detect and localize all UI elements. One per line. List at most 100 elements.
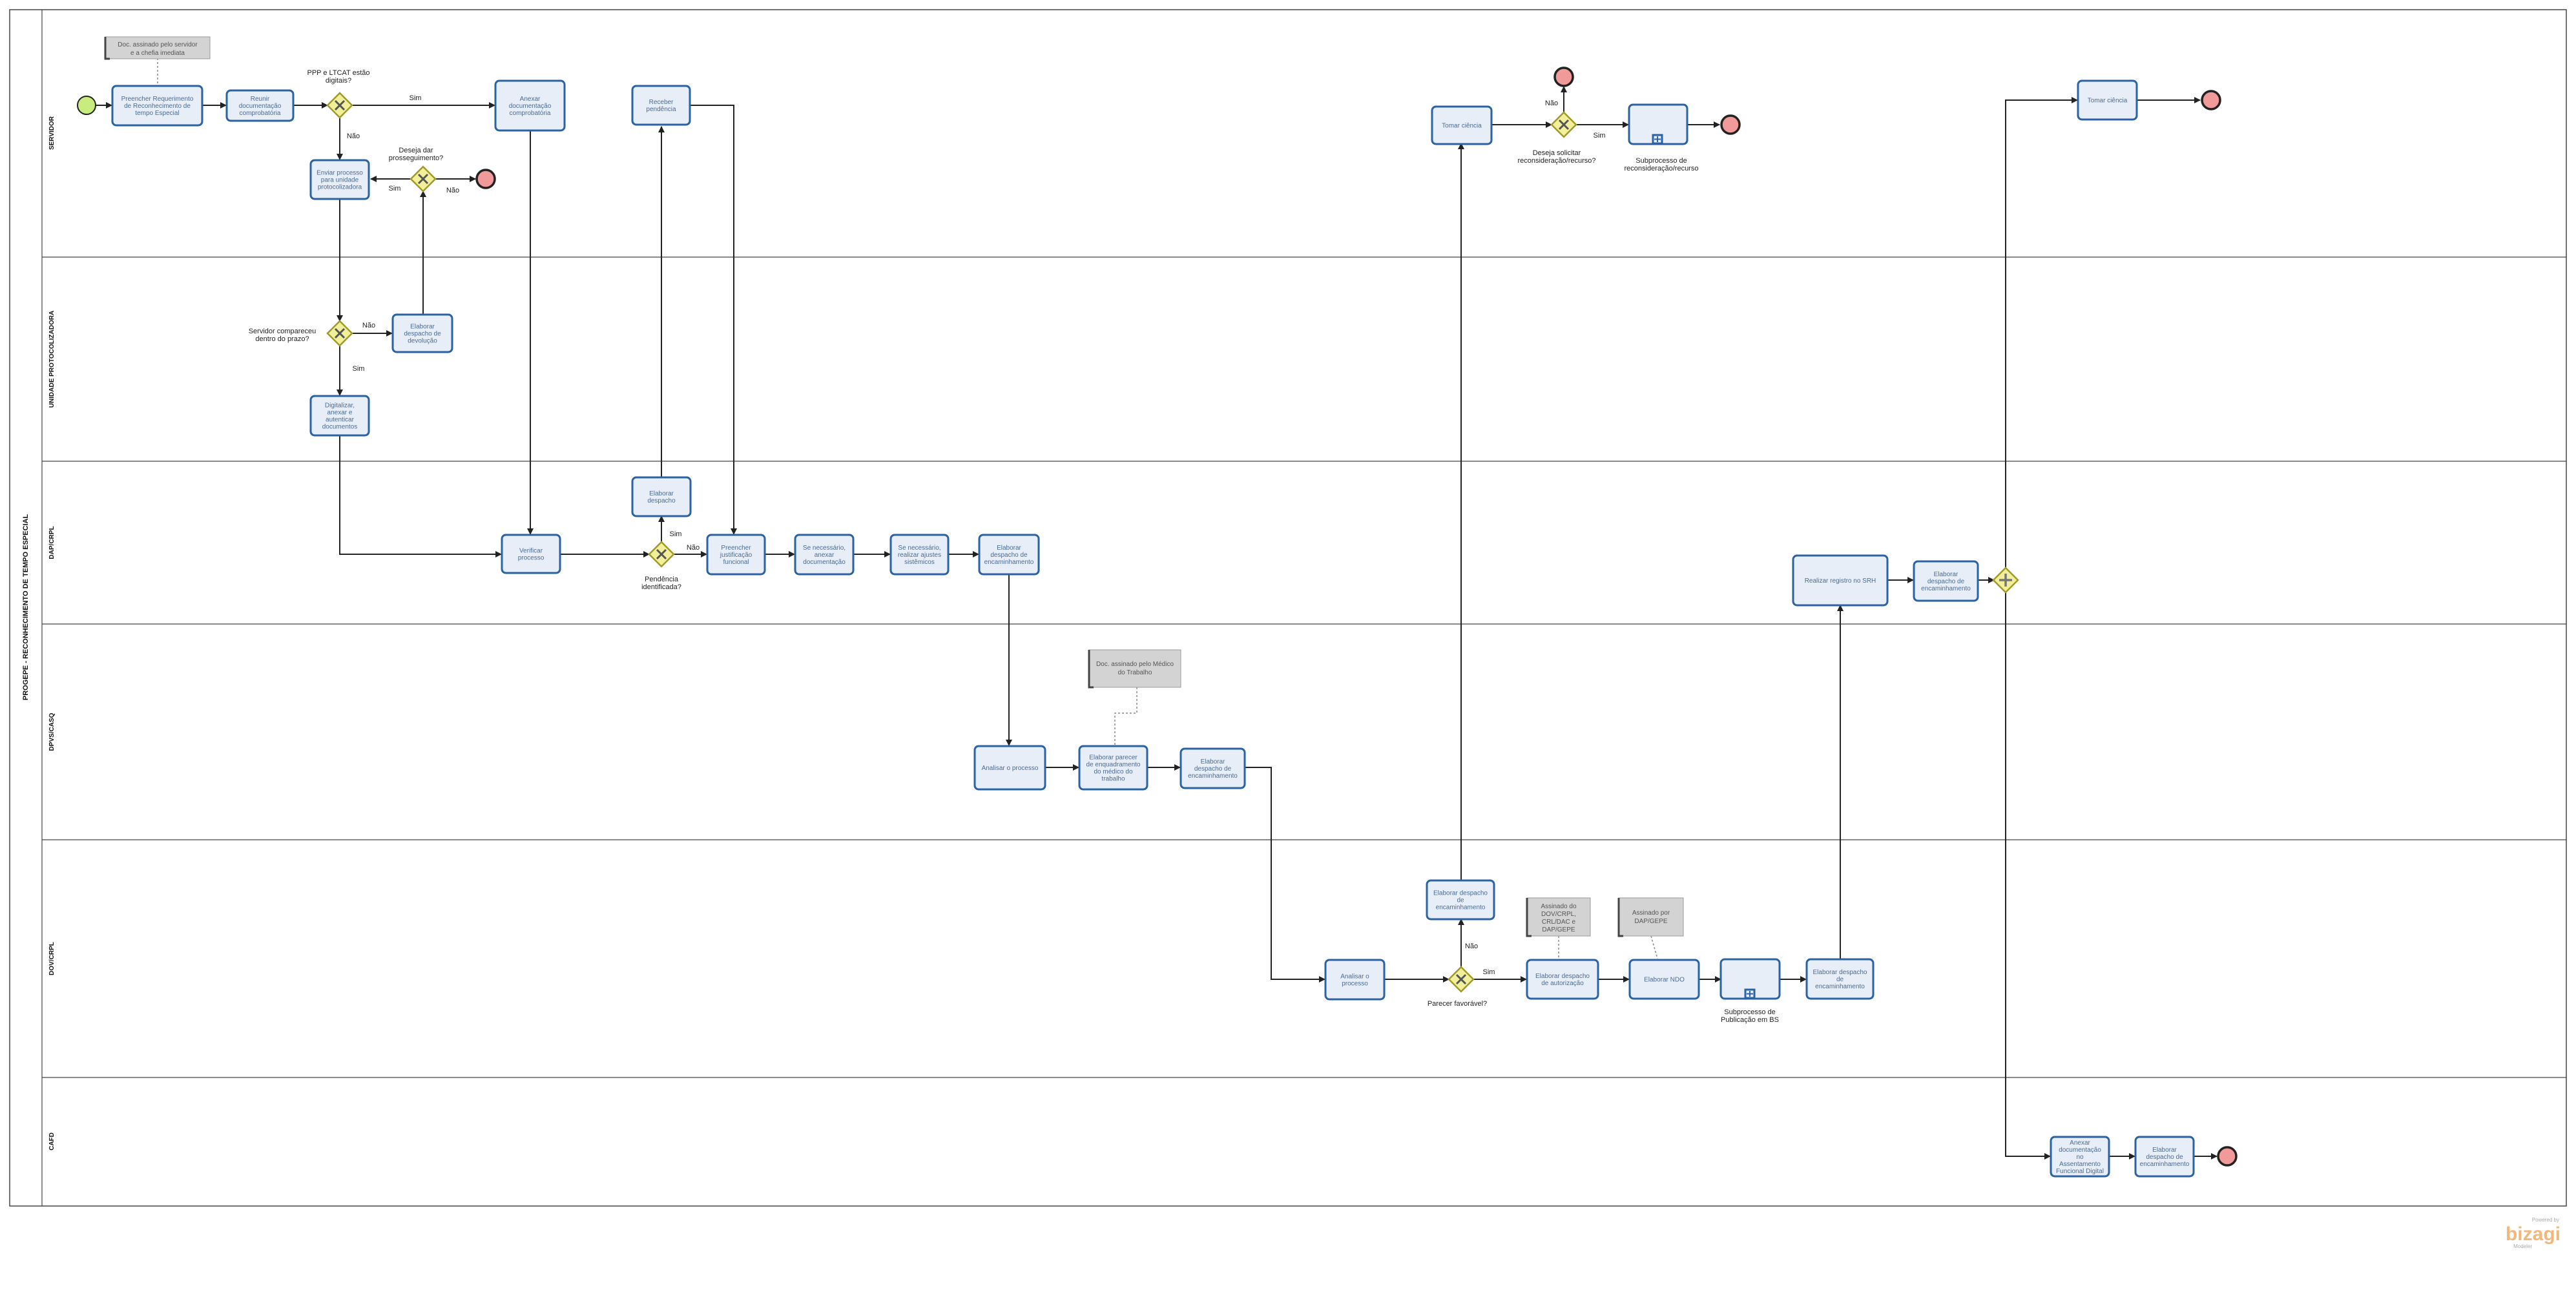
subprocess-plus-icon [1652,134,1663,145]
task-label: encaminhamento [984,559,1034,566]
task-label: sistêmicos [904,559,935,566]
brand-powered: Powered by [2532,1217,2559,1223]
task-t6[interactable]: Tomar ciência [1431,105,1493,145]
task-label: Elaborar [410,324,435,331]
task-label: Tomar ciência [2088,98,2128,105]
task-label: para unidade [321,177,359,184]
lanes: SERVIDOR UNIDADE PROTOCOLIZADORA DAP/CRP… [42,116,2566,1150]
task-t16[interactable]: Realizar registro no SRH [1792,554,1889,607]
task-box [1526,959,1599,1000]
task-label: Anexar [520,96,541,103]
task-label: Verificar [519,548,543,555]
subprocess-label: Subprocesso de [1636,157,1687,165]
subprocess-publication-bs[interactable] [1719,958,1781,1000]
task-label: Elaborar [2152,1147,2177,1154]
task-t18[interactable]: Analisar o processo [973,745,1046,791]
task-label: realizar ajustes [898,552,941,559]
task-t24[interactable]: Elaborar NDO [1628,959,1700,1000]
task-t7[interactable]: Tomar ciência [2077,79,2138,121]
lane-label-dpvs: DPVS/CASQ [48,713,56,751]
task-label: protocolizadora [318,184,362,191]
task-label: anexar e [327,410,353,417]
pool: PROGEPE - RECONHECIMENTO DE TEMPO ESPECI… [9,9,2567,1207]
task-label: documentação [2059,1147,2101,1154]
gateway-label: digitais? [326,77,351,85]
task-box [889,534,950,576]
task-box [631,476,692,517]
task-label: Elaborar [997,545,1021,552]
flow-label-nao: Não [446,187,459,194]
task-label: despacho de [1927,578,1965,585]
task-label: Elaborar NDO [1644,977,1685,984]
gateway-label: identificada? [641,583,681,591]
flow-label-nao: Não [1545,99,1558,107]
task-label: processo [1342,981,1368,988]
subprocess-label: Publicação em BS [1721,1016,1779,1024]
annotation-text: DAP/GEPE [1542,926,1575,933]
task-label: funcional [723,559,749,566]
associations [157,58,1658,959]
task-box [225,89,295,122]
task-box [1324,959,1386,1001]
task-label: anexar [815,552,835,559]
task-label: de [1457,897,1464,904]
subprocess-reconsideration[interactable] [1628,103,1688,145]
flow-label-nao: Não [1465,942,1478,950]
sequence-flows [96,86,2218,1160]
flow-label-sim: Sim [410,94,422,102]
exclusive-gateway-icon [1448,966,1475,993]
task-box [2050,1136,2110,1178]
task-label: Se necessário, [803,545,846,552]
task-box [1179,747,1246,789]
task-label: pendência [646,106,676,113]
task-label: despacho [647,497,676,505]
task-label: de [1836,976,1844,983]
task-label: encaminhamento [2140,1161,2190,1168]
task-label: Elaborar despacho [1813,969,1867,976]
end-event-icon [2217,1146,2238,1167]
brand-product: Modeler [2513,1243,2532,1249]
task-box [631,85,691,126]
subprocess-label: reconsideração/recurso [1625,165,1699,172]
exclusive-gateway-icon [326,92,353,119]
task-label: Anexar [2070,1139,2090,1147]
gateway-label: Deseja solicitar [1533,149,1581,157]
flow-label-nao: Não [362,322,375,329]
annotation-text: do Trabalho [1118,669,1152,676]
task-box [391,313,453,353]
task-label: documentos [322,424,357,431]
task-t26[interactable]: AnexardocumentaçãonoAssentamentoFunciona… [2050,1136,2110,1178]
flow-label-sim: Sim [353,365,365,373]
task-label: Se necessário, [898,545,940,552]
exclusive-gateway-icon [410,165,437,192]
task-label: despacho de [1194,765,1232,773]
flow-label-nao: Não [687,544,700,552]
task-box [501,534,561,574]
task-box [309,159,370,200]
task-label: encaminhamento [1921,585,1971,592]
task-label: Funcional Digital [2056,1168,2104,1175]
annotation-signed-by-servant: Doc. assinado pelo servidor e a chefia i… [104,36,211,60]
task-box [794,534,855,576]
